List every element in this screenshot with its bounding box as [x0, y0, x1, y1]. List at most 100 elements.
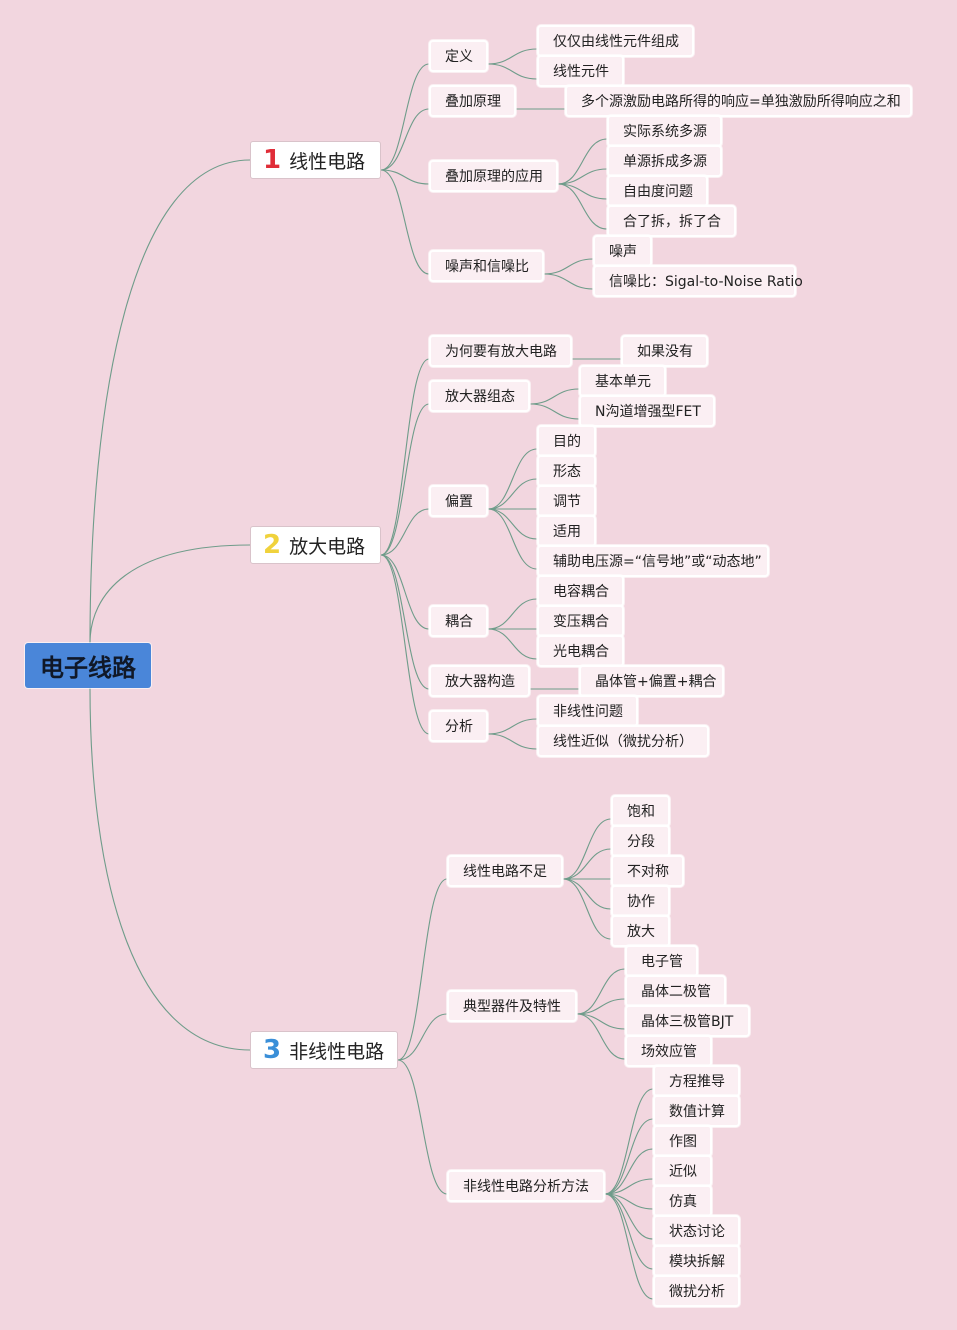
topic-label: 定义: [445, 49, 473, 65]
leaf-node[interactable]: 基本单元: [579, 365, 666, 397]
leaf-node[interactable]: 协作: [611, 885, 670, 917]
leaf-node[interactable]: 作图: [653, 1125, 712, 1157]
leaf-node[interactable]: 噪声: [593, 235, 652, 267]
connector-line: [397, 1013, 448, 1061]
connector-line: [487, 598, 538, 630]
leaf-node[interactable]: 单源拆成多源: [607, 145, 722, 177]
leaf-node[interactable]: 电容耦合: [537, 575, 624, 607]
connector-line: [562, 818, 612, 880]
topic-superposition-application[interactable]: 叠加原理的应用: [429, 160, 558, 192]
connector-line: [380, 358, 430, 556]
topic-label: 分析: [445, 719, 473, 735]
leaf-node[interactable]: 实际系统多源: [607, 115, 722, 147]
leaf-node[interactable]: 合了拆，拆了合: [607, 205, 736, 237]
leaf-node[interactable]: 辅助电压源=“信号地”或“动态地”: [537, 545, 769, 577]
connector-line: [487, 508, 538, 570]
leaf-node[interactable]: 晶体三极管BJT: [625, 1005, 750, 1037]
topic-superposition[interactable]: 叠加原理: [429, 85, 516, 117]
branch-nonlinear-circuit[interactable]: 3 非线性电路: [250, 1031, 398, 1069]
connector-line: [543, 258, 594, 275]
connector-line: [487, 448, 538, 510]
leaf-node[interactable]: 数值计算: [653, 1095, 740, 1127]
leaf-node[interactable]: 线性近似（微扰分析）: [537, 725, 709, 757]
connector-line: [89, 687, 251, 1051]
branch-number-2: 2: [263, 530, 282, 560]
leaf-node[interactable]: 场效应管: [625, 1035, 712, 1067]
topic-linear-insufficiency[interactable]: 线性电路不足: [447, 855, 563, 887]
branch-label: 线性电路: [289, 150, 366, 173]
connector-line: [380, 508, 430, 556]
leaf-label: 电容耦合: [553, 584, 609, 600]
topic-label: 为何要有放大电路: [445, 344, 557, 360]
connector-line: [604, 1193, 654, 1270]
leaf-node[interactable]: 仿真: [653, 1185, 712, 1217]
leaf-node[interactable]: N沟道增强型FET: [579, 395, 715, 427]
connector-line: [562, 878, 612, 940]
connector-line: [487, 628, 538, 660]
leaf-node[interactable]: 状态讨论: [653, 1215, 740, 1247]
leaf-node[interactable]: 电子管: [625, 945, 698, 977]
connector-line: [576, 1013, 626, 1030]
leaf-node[interactable]: 适用: [537, 515, 596, 547]
leaf-node[interactable]: 仅仅由线性元件组成: [537, 25, 694, 57]
topic-coupling[interactable]: 耦合: [429, 605, 488, 637]
leaf-label: 单源拆成多源: [623, 154, 707, 170]
branch-amplifier-circuit[interactable]: 2 放大电路: [250, 526, 381, 564]
root-node[interactable]: 电子线路: [25, 643, 151, 688]
connector-line: [487, 63, 538, 80]
topic-label: 非线性电路分析方法: [463, 1179, 589, 1195]
leaf-node[interactable]: 近似: [653, 1155, 712, 1187]
leaf-node[interactable]: 自由度问题: [607, 175, 708, 207]
leaf-node[interactable]: 目的: [537, 425, 596, 457]
leaf-node[interactable]: 非线性问题: [537, 695, 638, 727]
topic-label: 放大器组态: [445, 389, 515, 405]
leaf-node[interactable]: 不对称: [611, 855, 684, 887]
leaf-label: 信噪比：Sigal-to-Noise Ratio: [609, 274, 803, 290]
leaf-node[interactable]: 信噪比：Sigal-to-Noise Ratio: [593, 265, 803, 297]
connector-line: [487, 478, 538, 510]
leaf-label: 仿真: [669, 1194, 697, 1210]
topic-definition[interactable]: 定义: [429, 40, 488, 72]
leaf-node[interactable]: 形态: [537, 455, 596, 487]
leaf-node[interactable]: 多个源激励电路所得的响应=单独激励所得响应之和: [565, 85, 912, 117]
connector-line: [487, 718, 538, 735]
topic-bias[interactable]: 偏置: [429, 485, 488, 517]
topic-noise-snr[interactable]: 噪声和信噪比: [429, 250, 544, 282]
leaf-node[interactable]: 饱和: [611, 795, 670, 827]
leaf-node[interactable]: 线性元件: [537, 55, 624, 87]
leaf-node[interactable]: 如果没有: [621, 335, 708, 367]
connector-line: [487, 733, 538, 750]
leaf-node[interactable]: 晶体二极管: [625, 975, 726, 1007]
topic-label: 叠加原理的应用: [445, 169, 543, 185]
topic-analysis[interactable]: 分析: [429, 710, 488, 742]
leaf-node[interactable]: 分段: [611, 825, 670, 857]
connector-line: [562, 848, 612, 880]
leaf-node[interactable]: 晶体管+偏置+耦合: [579, 665, 724, 697]
topic-amplifier-configuration[interactable]: 放大器组态: [429, 380, 530, 412]
leaf-label: 形态: [553, 464, 581, 480]
leaf-label: 非线性问题: [553, 704, 623, 720]
leaf-node[interactable]: 变压耦合: [537, 605, 624, 637]
topic-label: 放大器构造: [445, 674, 515, 690]
leaf-node[interactable]: 方程推导: [653, 1065, 740, 1097]
topic-label: 典型器件及特性: [463, 999, 561, 1015]
leaf-node[interactable]: 模块拆解: [653, 1245, 740, 1277]
leaf-node[interactable]: 调节: [537, 485, 596, 517]
topic-typical-devices[interactable]: 典型器件及特性: [447, 990, 577, 1022]
topic-nonlinear-analysis-methods[interactable]: 非线性电路分析方法: [447, 1170, 605, 1202]
branch-label: 非线性电路: [289, 1040, 385, 1063]
leaf-node[interactable]: 放大: [611, 915, 670, 947]
branch-number-3: 3: [263, 1035, 282, 1065]
connector-line: [397, 1059, 448, 1195]
topic-why-amplifier[interactable]: 为何要有放大电路: [429, 335, 572, 367]
leaf-node[interactable]: 微扰分析: [653, 1275, 740, 1307]
branch-linear-circuit[interactable]: 1 线性电路: [250, 141, 381, 179]
connector-line: [380, 108, 430, 171]
leaf-label: 电子管: [641, 954, 683, 970]
leaf-node[interactable]: 光电耦合: [537, 635, 624, 667]
leaf-label: 晶体二极管: [641, 984, 711, 1000]
leaf-label: 线性近似（微扰分析）: [553, 734, 693, 750]
topic-amplifier-structure[interactable]: 放大器构造: [429, 665, 530, 697]
